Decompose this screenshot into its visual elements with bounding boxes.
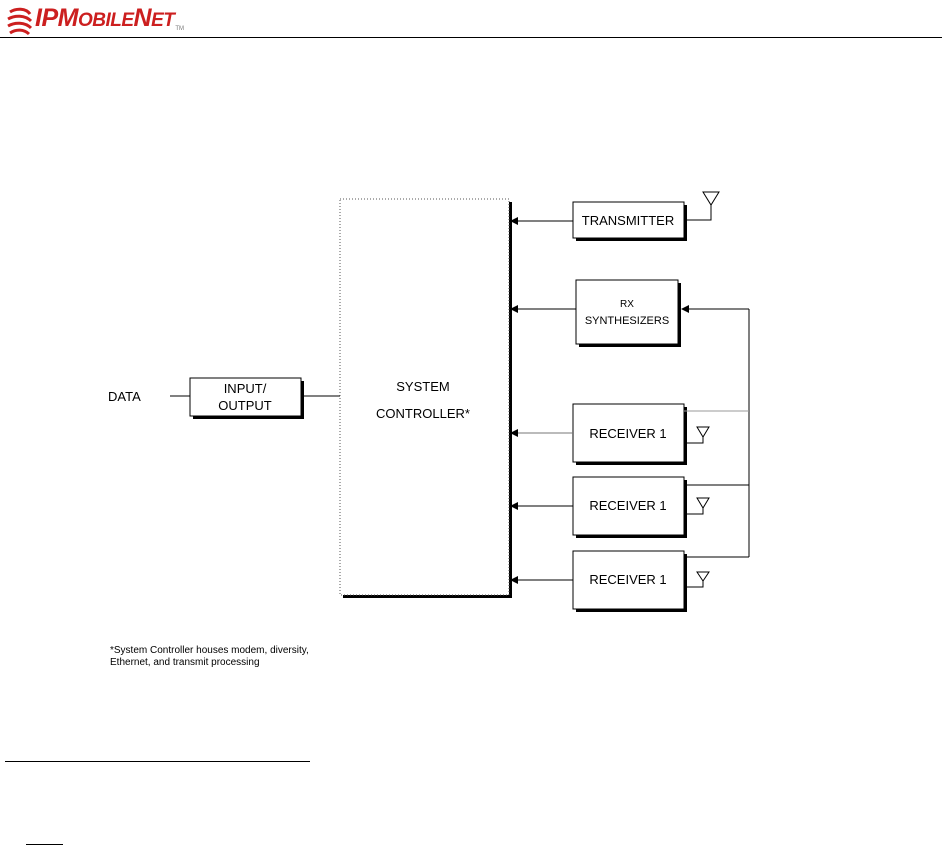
receiver-block: RECEIVER 1	[573, 404, 687, 465]
footnote-line: *System Controller houses modem, diversi…	[110, 645, 370, 657]
system-controller-block: SYSTEM CONTROLLER*	[340, 199, 512, 598]
receive-antenna-icon	[684, 572, 709, 587]
system-controller-label-line2: CONTROLLER*	[376, 406, 470, 421]
receiver-label: RECEIVER 1	[589, 498, 666, 513]
receive-antenna-icon	[684, 498, 709, 514]
system-controller-label-line1: SYSTEM	[396, 379, 449, 394]
footnote-separator	[5, 761, 310, 762]
rx-synthesizers-block: RX SYNTHESIZERS	[576, 280, 681, 347]
rx-synthesizers-label-line2: SYNTHESIZERS	[585, 315, 669, 327]
receiver-label: RECEIVER 1	[589, 426, 666, 441]
transmitter-block: TRANSMITTER	[573, 202, 687, 241]
diagram-footnote: *System Controller houses modem, diversi…	[110, 645, 370, 669]
receiver-label: RECEIVER 1	[589, 572, 666, 587]
footnote-line: Ethernet, and transmit processing	[110, 657, 370, 669]
receiver-block: RECEIVER 1	[573, 477, 687, 538]
input-output-block: INPUT/ OUTPUT	[190, 378, 304, 419]
bottom-underline-mark	[26, 844, 63, 845]
receive-antenna-icon	[684, 427, 709, 443]
data-label: DATA	[108, 389, 141, 404]
input-output-label-line2: OUTPUT	[218, 398, 272, 413]
transmitter-label: TRANSMITTER	[582, 213, 674, 228]
input-output-label-line1: INPUT/	[224, 381, 267, 396]
transmit-antenna-icon	[684, 192, 719, 220]
rx-synthesizers-label-line1: RX	[620, 299, 634, 310]
receiver-block: RECEIVER 1	[573, 551, 687, 612]
